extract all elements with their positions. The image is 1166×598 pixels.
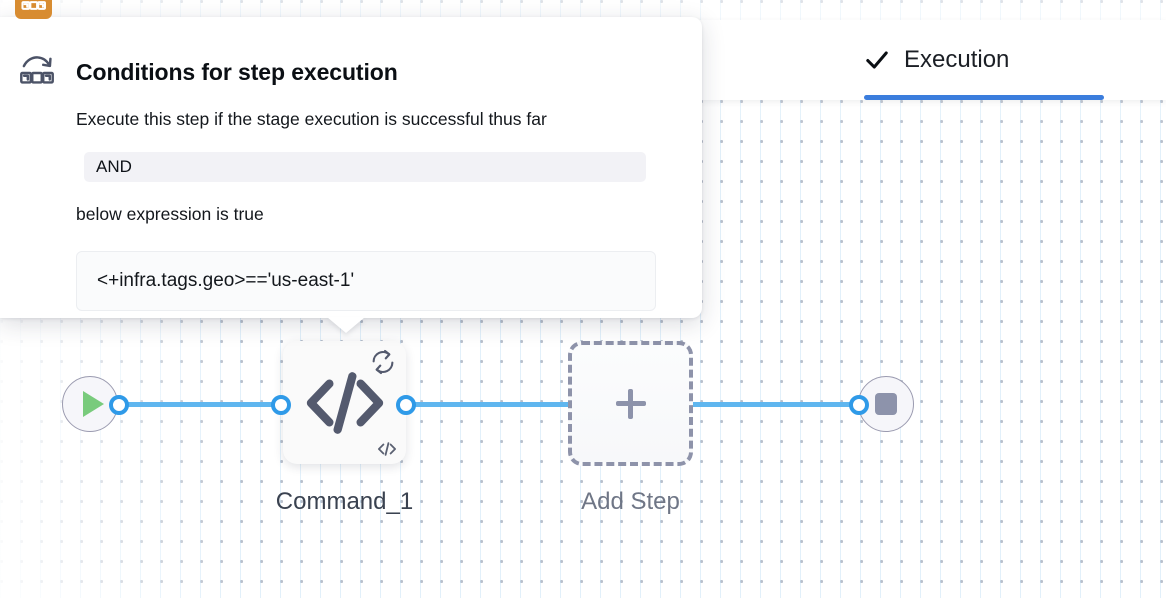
tab-execution[interactable]: Execution bbox=[864, 20, 1009, 100]
looping-strategy-badge-icon[interactable] bbox=[15, 0, 52, 19]
tab-execution-label: Execution bbox=[904, 46, 1010, 73]
edge-start-to-command bbox=[112, 402, 292, 407]
add-step-node[interactable] bbox=[568, 341, 693, 466]
tab-active-indicator bbox=[864, 95, 1104, 100]
retry-loop-icon bbox=[368, 347, 398, 377]
play-icon bbox=[82, 391, 104, 417]
start-node-output-port[interactable] bbox=[109, 395, 129, 415]
add-step-label: Add Step bbox=[581, 488, 680, 515]
step-node-command[interactable] bbox=[283, 341, 406, 464]
popover-expression-field[interactable]: <+infra.tags.geo>=='us-east-1' bbox=[76, 251, 656, 311]
check-icon bbox=[864, 47, 890, 73]
popover-condition-line-1: Execute this step if the stage execution… bbox=[76, 109, 547, 129]
plus-icon-vertical bbox=[628, 388, 633, 419]
command-node-input-port[interactable] bbox=[271, 395, 291, 415]
popover-condition-line-2: below expression is true bbox=[76, 204, 264, 224]
end-node-input-port[interactable] bbox=[849, 395, 869, 415]
looping-strategy-icon bbox=[16, 53, 58, 89]
popover-operator-field[interactable]: AND bbox=[84, 152, 646, 182]
popover-title: Conditions for step execution bbox=[76, 59, 398, 85]
edge-command-to-addstep bbox=[398, 402, 584, 407]
command-node-label: Command_1 bbox=[275, 488, 414, 515]
step-conditions-popover: Conditions for step execution Execute th… bbox=[0, 17, 702, 318]
code-icon-mini bbox=[376, 440, 398, 458]
popover-tail bbox=[327, 317, 365, 333]
command-node-output-port[interactable] bbox=[396, 395, 416, 415]
stop-icon bbox=[875, 393, 897, 415]
edge-addstep-to-end bbox=[680, 402, 866, 407]
